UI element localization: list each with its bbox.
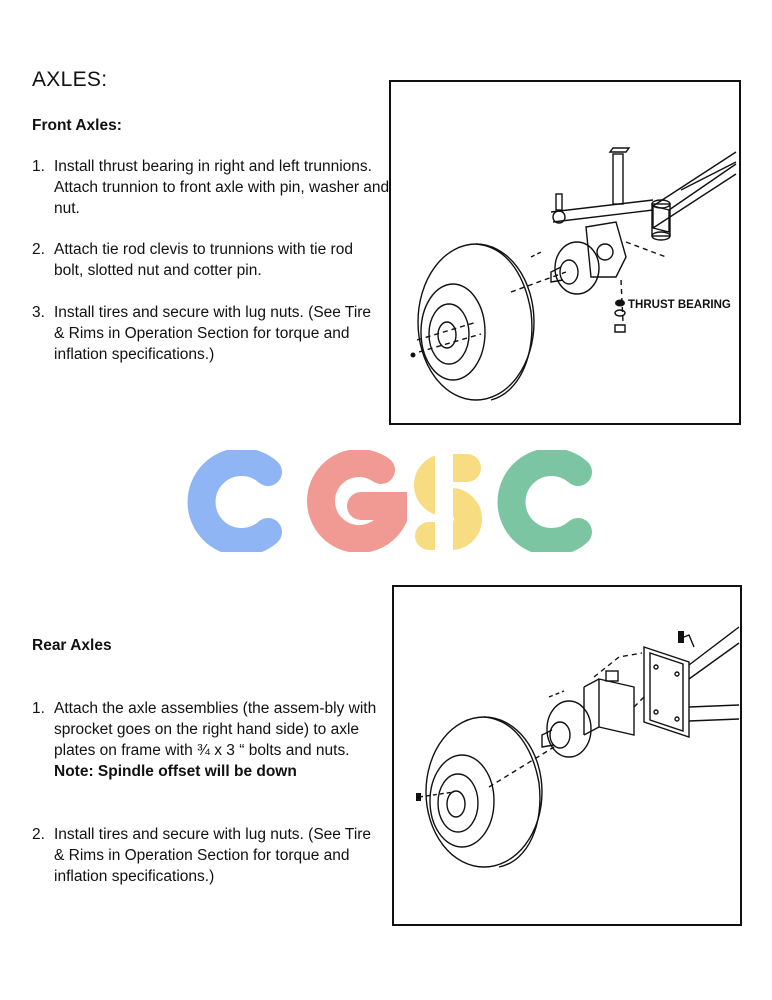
step-number: 3. — [32, 304, 45, 321]
step-number: 1. — [32, 158, 45, 175]
step-number: 2. — [32, 241, 45, 258]
front-step-3: 3. Install tires and secure with lug nut… — [32, 302, 372, 365]
front-axle-diagram: THRUST BEARING — [410, 147, 737, 401]
front-step-1: 1. Install thrust bearing in right and l… — [32, 156, 392, 219]
step-number: 2. — [32, 826, 45, 843]
step-number: 1. — [32, 700, 45, 717]
step-body: Attach the axle assemblies (the assem-bl… — [54, 700, 377, 759]
cgsc-watermark — [183, 448, 593, 556]
step-text: Install tires and secure with lug nuts. … — [54, 826, 372, 885]
step-text: Install thrust bearing in right and left… — [54, 158, 390, 217]
rear-step-1: 1. Attach the axle assemblies (the assem… — [32, 698, 377, 782]
front-step-2: 2. Attach tie rod clevis to trunnions wi… — [32, 239, 382, 281]
step-text: Attach the axle assemblies (the assem-bl… — [54, 698, 377, 782]
step-text: Install tires and secure with lug nuts. … — [54, 304, 372, 363]
rear-axle-diagram — [416, 626, 740, 868]
page-title: AXLES: — [32, 68, 108, 91]
front-axle-figure: THRUST BEARING — [389, 80, 741, 425]
rear-axle-figure — [392, 585, 742, 926]
step-text: Attach tie rod clevis to trunnions with … — [54, 241, 353, 279]
rear-axles-heading: Rear Axles — [32, 637, 112, 654]
cgsc-logo-icon — [187, 448, 592, 556]
step-note: Note: Spindle offset will be down — [54, 763, 297, 780]
thrust-bearing-label: THRUST BEARING — [628, 299, 731, 311]
rear-step-2: 2. Install tires and secure with lug nut… — [32, 824, 377, 887]
front-axles-heading: Front Axles: — [32, 117, 122, 134]
